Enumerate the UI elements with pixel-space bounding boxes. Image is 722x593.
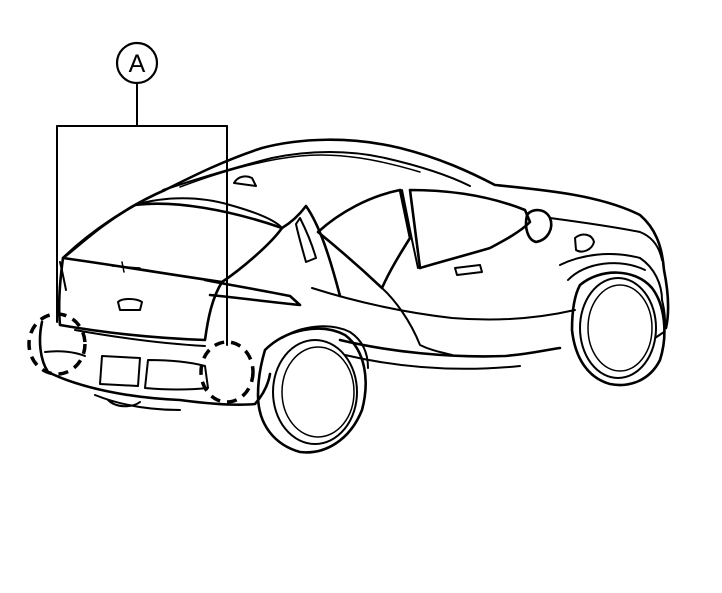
sensor-location-right (199, 340, 255, 404)
license-lamp-housing (117, 298, 143, 311)
rear-wheel (256, 325, 369, 454)
b-pillar (401, 189, 419, 269)
tailgate-lower-edge (74, 329, 206, 347)
roof-spine (162, 151, 471, 191)
tailgate (57, 256, 224, 342)
vehicle-drawing (38, 138, 670, 454)
license-plate-recess (99, 355, 141, 387)
wiper (111, 261, 141, 273)
c-pillar (280, 204, 342, 298)
diffuser (94, 394, 181, 411)
callout-label: A (129, 50, 146, 78)
front-lower (654, 299, 667, 339)
tail-lamp-right (203, 278, 302, 307)
hood-line (549, 217, 663, 261)
side-mirror (524, 208, 553, 244)
sensor-location-left (27, 312, 87, 376)
quarter-glass (295, 217, 317, 263)
rear-side-window (316, 188, 412, 290)
rear-window (61, 202, 284, 284)
door-handle (454, 264, 483, 276)
sensor-highlights (27, 312, 255, 404)
bumper-panel (144, 359, 209, 391)
character-line (311, 287, 576, 321)
roof-antenna (233, 175, 257, 187)
front-side-window (408, 188, 532, 270)
bumper-reflector-left (44, 350, 86, 357)
rocker-panel (338, 338, 562, 358)
door-seam (381, 287, 453, 356)
fuel-door (574, 233, 595, 253)
spoiler (134, 197, 283, 229)
front-wheel (567, 262, 666, 387)
callout-a: A (56, 41, 228, 346)
front-fender (559, 253, 663, 301)
rear-bumper (38, 320, 272, 407)
side-sill (344, 354, 521, 370)
roof-rail (179, 154, 421, 188)
roof-outline (61, 138, 670, 330)
tail-lamp-left (59, 261, 67, 291)
